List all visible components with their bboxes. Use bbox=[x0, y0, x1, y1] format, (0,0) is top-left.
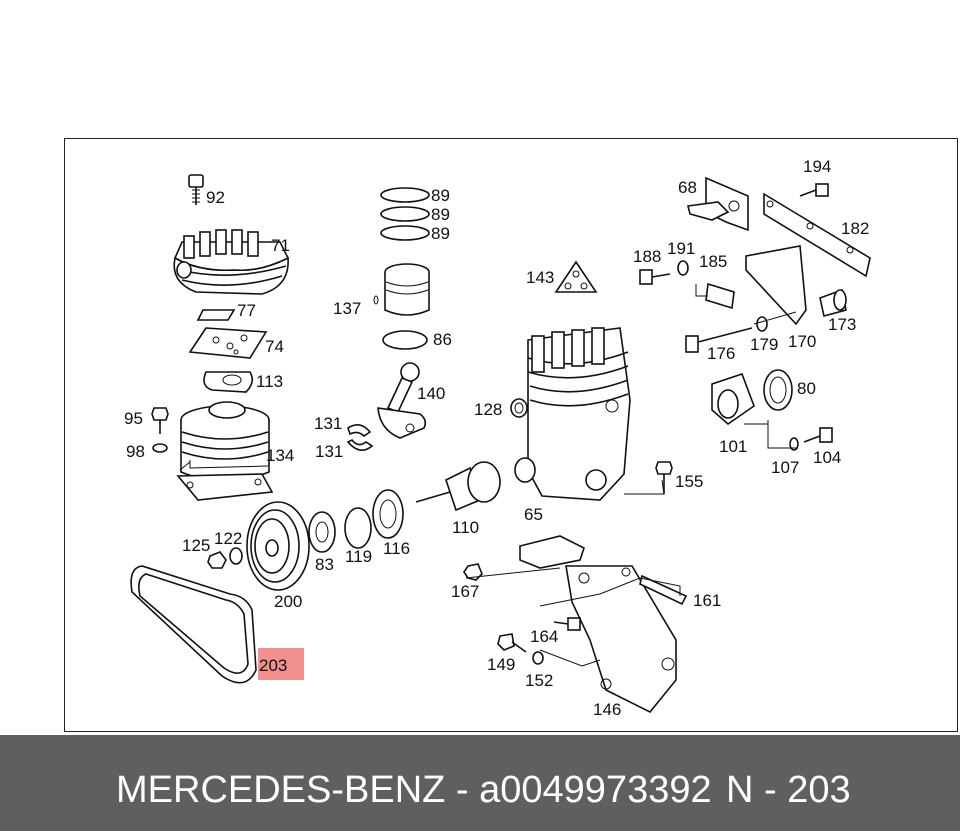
flange-101-drawing bbox=[711, 372, 755, 426]
part-label-128[interactable]: 128 bbox=[474, 400, 502, 419]
part-label-167[interactable]: 167 bbox=[451, 582, 479, 601]
part-label-65[interactable]: 65 bbox=[524, 505, 543, 524]
seal-128-drawing bbox=[510, 398, 528, 418]
bracket-170-drawing bbox=[745, 245, 807, 326]
part-label-137[interactable]: 137 bbox=[333, 299, 361, 318]
part-label-92[interactable]: 92 bbox=[206, 188, 225, 207]
part-label-80[interactable]: 80 bbox=[797, 379, 816, 398]
piston-137-drawing bbox=[373, 263, 430, 316]
part-label-122[interactable]: 122 bbox=[214, 529, 242, 548]
part-label-170[interactable]: 170 bbox=[788, 332, 816, 351]
part-label-176[interactable]: 176 bbox=[707, 344, 735, 363]
leader-lines bbox=[189, 284, 798, 667]
sleeve-173-drawing bbox=[819, 288, 847, 317]
part-label-185[interactable]: 185 bbox=[699, 252, 727, 271]
crankshaft-110-drawing bbox=[415, 461, 501, 512]
part-label-89-bottom[interactable]: 89 bbox=[431, 224, 450, 243]
gasket-80-drawing bbox=[763, 369, 793, 411]
bracket-146-drawing bbox=[519, 535, 677, 714]
part-label-77[interactable]: 77 bbox=[237, 301, 256, 320]
part-label-164[interactable]: 164 bbox=[530, 627, 558, 646]
belt-203-drawing bbox=[130, 565, 257, 684]
washer-122-drawing bbox=[229, 547, 243, 565]
nut-167-drawing bbox=[463, 563, 483, 581]
part-label-203[interactable]: 203 bbox=[259, 656, 287, 675]
part-label-173[interactable]: 173 bbox=[828, 315, 856, 334]
bearing-shells-131-drawing bbox=[346, 424, 374, 451]
washer-107-drawing bbox=[789, 437, 799, 451]
part-label-182[interactable]: 182 bbox=[841, 219, 869, 238]
part-label-149[interactable]: 149 bbox=[487, 655, 515, 674]
cover-143-drawing bbox=[554, 260, 598, 293]
part-label-95[interactable]: 95 bbox=[124, 409, 143, 428]
part-label-134[interactable]: 134 bbox=[266, 446, 294, 465]
link-161-drawing bbox=[639, 574, 688, 606]
snap-ring-86-drawing bbox=[382, 330, 428, 350]
bolt-188-drawing bbox=[639, 269, 671, 285]
part-label-86[interactable]: 86 bbox=[433, 330, 452, 349]
brand-part-number: MERCEDES-BENZ - a0049973392 bbox=[116, 769, 712, 811]
part-label-200[interactable]: 200 bbox=[274, 592, 302, 611]
bolt-176-drawing bbox=[685, 327, 753, 353]
exploded-parts-diagram: 92 71 77 74 113 95 98 134 89 89 89 137 8… bbox=[124, 157, 871, 719]
bolt-164-drawing bbox=[553, 617, 581, 631]
part-label-155[interactable]: 155 bbox=[675, 472, 703, 491]
plate-185-drawing bbox=[705, 282, 735, 310]
cylinder-134-drawing bbox=[176, 401, 274, 501]
part-label-110[interactable]: 110 bbox=[452, 518, 479, 537]
part-label-131-top[interactable]: 131 bbox=[314, 414, 342, 433]
bolt-194-drawing bbox=[799, 183, 829, 197]
bolt-149-drawing bbox=[497, 633, 527, 653]
bar-182-drawing bbox=[763, 192, 871, 278]
part-label-152[interactable]: 152 bbox=[525, 671, 553, 690]
part-label-119[interactable]: 119 bbox=[345, 547, 372, 566]
part-label-125[interactable]: 125 bbox=[182, 536, 210, 555]
spacer-83-drawing bbox=[308, 511, 336, 553]
part-label-188[interactable]: 188 bbox=[633, 247, 661, 266]
bolt-155-drawing bbox=[655, 461, 673, 494]
bracket-68-drawing bbox=[687, 176, 749, 232]
part-label-89-middle[interactable]: 89 bbox=[431, 205, 450, 224]
part-label-194[interactable]: 194 bbox=[803, 157, 831, 176]
footer-bar: MERCEDES-BENZ - a0049973392 N - 203 bbox=[0, 735, 960, 831]
part-label-143[interactable]: 143 bbox=[526, 268, 554, 287]
bearing-116-drawing bbox=[372, 489, 404, 539]
nut-125-drawing bbox=[207, 551, 227, 569]
part-label-101[interactable]: 101 bbox=[719, 437, 747, 456]
highlight-203 bbox=[258, 648, 304, 680]
washer-98-drawing bbox=[152, 443, 168, 453]
piston-rings-89-drawing bbox=[380, 187, 430, 241]
part-label-131-bottom[interactable]: 131 bbox=[315, 442, 343, 461]
part-label-98[interactable]: 98 bbox=[126, 442, 145, 461]
bolt-104-drawing bbox=[803, 427, 833, 443]
part-label-107[interactable]: 107 bbox=[771, 458, 799, 477]
pulley-200-drawing bbox=[246, 501, 310, 591]
gasket-113-drawing bbox=[203, 371, 254, 393]
bolt-92-drawing bbox=[188, 174, 204, 205]
part-label-68[interactable]: 68 bbox=[678, 178, 697, 197]
part-label-146[interactable]: 146 bbox=[593, 700, 621, 719]
bolt-95-drawing bbox=[151, 407, 169, 434]
part-label-89-top[interactable]: 89 bbox=[431, 186, 450, 205]
circlip-119-drawing bbox=[344, 507, 372, 549]
part-label-161[interactable]: 161 bbox=[693, 591, 721, 610]
diagram-reference: N - 203 bbox=[726, 769, 851, 811]
connecting-rod-140-drawing bbox=[377, 362, 427, 439]
part-label-116[interactable]: 116 bbox=[383, 539, 410, 558]
part-label-104[interactable]: 104 bbox=[813, 448, 841, 467]
gasket-77-drawing bbox=[196, 309, 236, 321]
part-label-179[interactable]: 179 bbox=[750, 335, 778, 354]
part-label-71[interactable]: 71 bbox=[271, 236, 290, 255]
washer-191-drawing bbox=[677, 260, 689, 276]
cylinder-head-71-drawing bbox=[173, 229, 290, 295]
valve-plate-74-drawing bbox=[188, 327, 268, 359]
part-label-83[interactable]: 83 bbox=[315, 555, 334, 574]
compressor-65-drawing bbox=[514, 327, 631, 501]
part-label-140[interactable]: 140 bbox=[417, 384, 445, 403]
part-label-113[interactable]: 113 bbox=[256, 372, 283, 391]
part-label-74[interactable]: 74 bbox=[265, 337, 284, 356]
part-label-191[interactable]: 191 bbox=[667, 239, 695, 258]
washer-152-drawing bbox=[532, 651, 544, 665]
washer-179-drawing bbox=[756, 316, 768, 332]
